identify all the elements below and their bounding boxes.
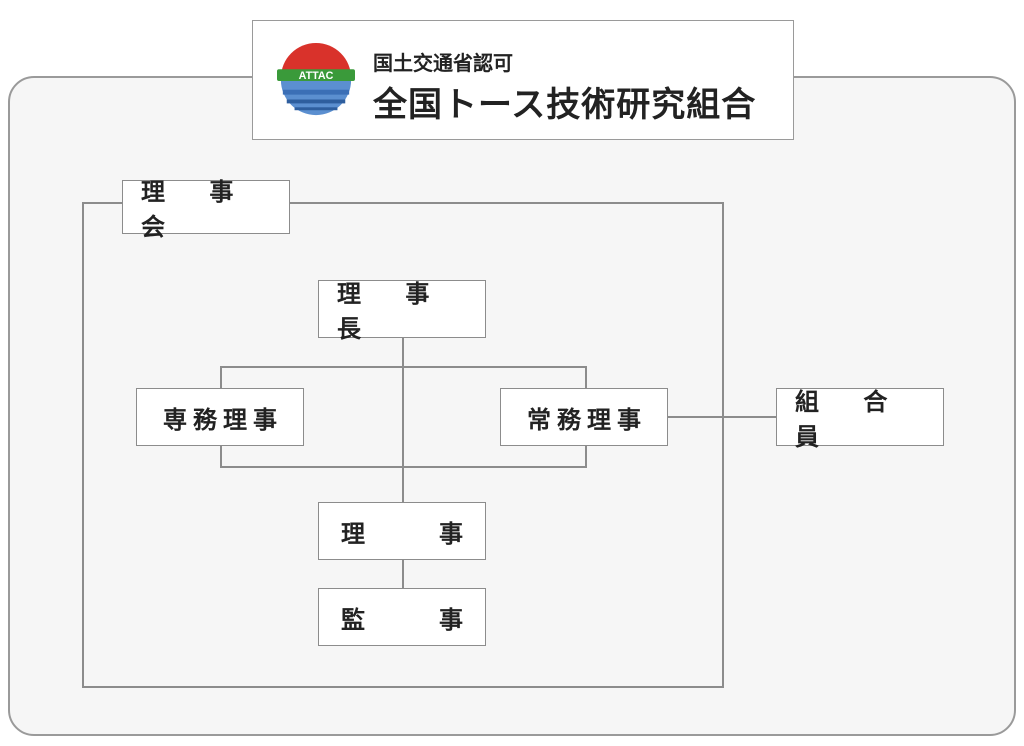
connector-to-members — [668, 416, 776, 418]
connector-left-top — [220, 366, 222, 388]
board-label: 理 事 会 — [122, 177, 290, 241]
chairman-box: 理 事 長 — [318, 279, 486, 343]
auditor-label-first: 監 — [341, 604, 365, 634]
connector-right-top — [585, 366, 587, 388]
auditor-box: 監 事 — [318, 588, 486, 646]
header-title: 全国トース技術研究組合 — [373, 85, 757, 125]
connector-bottom-horizontal — [220, 466, 586, 468]
managing-director-box: 常務理事 — [500, 388, 668, 446]
header-subtitle: 国土交通省認可 — [373, 51, 513, 75]
members-box: 組 合 員 — [776, 387, 944, 451]
director-box: 理 事 — [318, 502, 486, 560]
logo-text: ATTAC — [299, 70, 334, 82]
connector-top-horizontal — [220, 366, 586, 368]
auditor-label-second: 事 — [439, 604, 463, 634]
connector-left-bottom — [220, 446, 222, 468]
senior-director-box: 専務理事 — [136, 388, 304, 446]
connector-vertical-main — [402, 336, 404, 502]
header-title-box: ATTAC 国土交通省認可 全国トース技術研究組合 — [252, 20, 794, 140]
connector-right-bottom — [585, 446, 587, 468]
connector-director-auditor — [402, 558, 404, 588]
director-label-first: 理 — [341, 518, 365, 548]
director-label-second: 事 — [439, 518, 463, 548]
attac-logo-icon: ATTAC — [277, 42, 355, 116]
